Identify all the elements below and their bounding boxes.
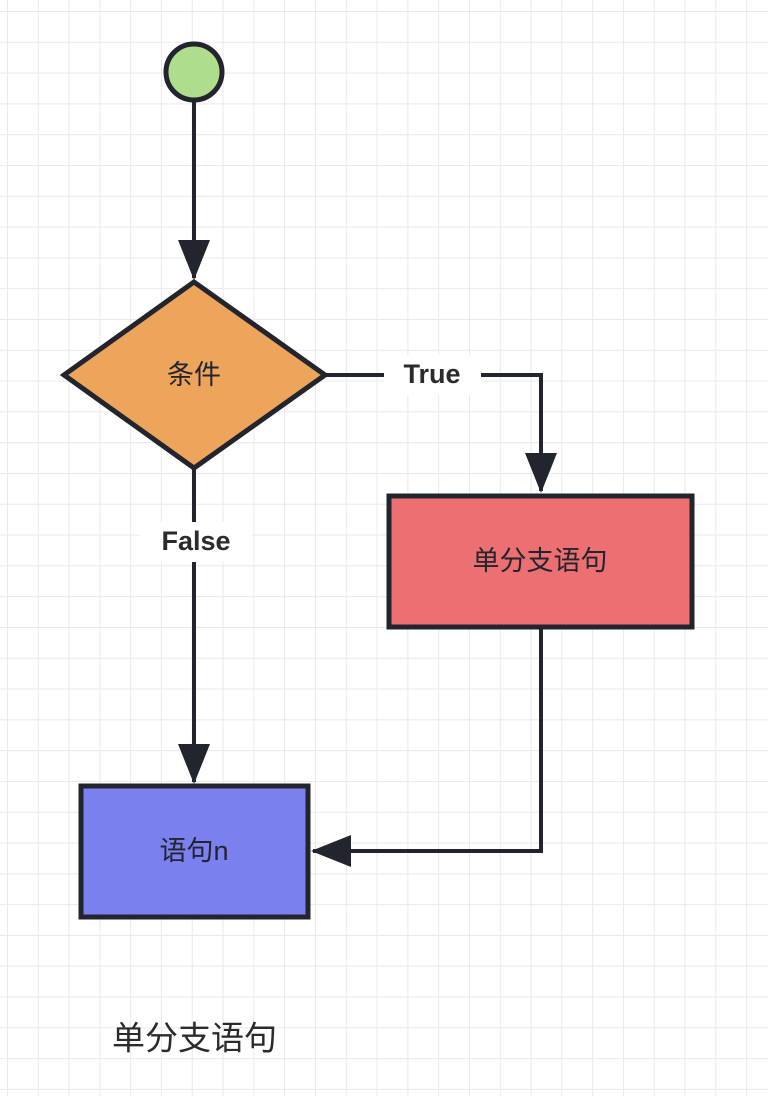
edge-label-true: True — [403, 359, 460, 389]
edge-label-true-backdrop — [384, 355, 481, 395]
node-true-branch-label: 单分支语句 — [473, 546, 608, 576]
edge-label-true-wrap: True — [384, 355, 481, 395]
node-true-branch[interactable]: 单分支语句 — [386, 493, 695, 630]
edge-true-branch-to-statement — [311, 627, 543, 867]
node-statement-n-label: 语句n — [159, 836, 228, 866]
edge-label-false-backdrop — [140, 522, 252, 562]
edge-label-group: True False — [140, 355, 481, 562]
node-start-circle[interactable] — [163, 41, 225, 103]
edge-label-false: False — [161, 526, 230, 556]
edge-label-false-wrap: False — [140, 522, 252, 562]
caption-wrap: 单分支语句 — [112, 1020, 277, 1057]
node-statement-n-box[interactable] — [78, 783, 311, 920]
diagram-caption: 单分支语句 — [112, 1020, 277, 1057]
edge-group — [178, 100, 557, 867]
node-group: 条件 单分支语句 语句n — [59, 41, 695, 920]
node-statement-n[interactable]: 语句n — [78, 783, 311, 920]
node-condition-label: 条件 — [167, 360, 221, 390]
node-condition[interactable]: 条件 — [59, 278, 330, 472]
node-true-branch-box[interactable] — [386, 493, 695, 630]
node-condition-diamond[interactable] — [59, 278, 330, 472]
